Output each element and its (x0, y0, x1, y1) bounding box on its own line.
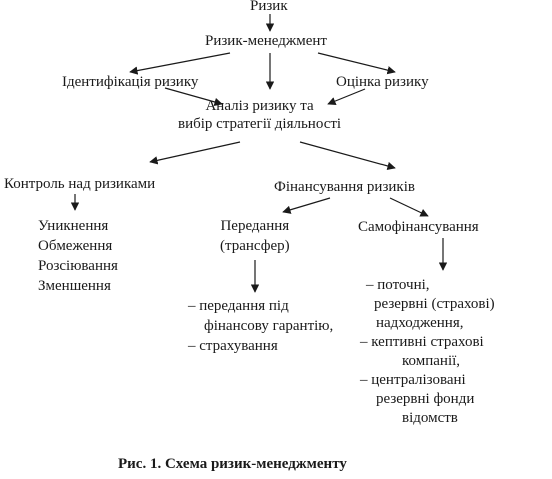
list-item: відомств (402, 410, 458, 426)
list-item: Зменшення (38, 278, 111, 294)
node-management: Ризик-менеджмент (205, 33, 327, 49)
node-identification: Ідентифікація ризику (62, 74, 199, 90)
arrow-analysis-to-financing (299, 141, 396, 171)
node-financing: Фінансування ризиків (274, 179, 415, 195)
list-item: Розсіювання (38, 258, 118, 274)
analysis-line: Аналіз ризику та (205, 98, 314, 114)
list-item: – передання під (188, 298, 289, 314)
node-transfer: Передання (трансфер) (220, 216, 290, 256)
list-item: – поточні, (366, 277, 430, 293)
node-assessment: Оцінка ризику (336, 74, 429, 90)
control-items-list: Уникнення Обмеження Розсіювання Зменшенн… (38, 216, 118, 296)
list-item: – страхування (188, 338, 278, 354)
list-item: резервні фонди (376, 391, 475, 407)
arrow-management-to-identification (129, 52, 231, 75)
transfer-line: (трансфер) (220, 238, 290, 254)
arrow-financing-to-transfer (282, 197, 331, 214)
node-analysis: Аналіз ризику та вибір стратегії діяльно… (178, 97, 341, 133)
node-root: Ризик (250, 0, 288, 14)
arrow-financing-to-selffin (389, 197, 429, 217)
selffinancing-items-list: – поточні, резервні (страхові) надходжен… (360, 276, 495, 428)
list-item: фінансову гарантію, (204, 318, 334, 334)
arrow-analysis-to-control (149, 141, 241, 165)
node-selffinancing: Самофінансування (358, 219, 479, 235)
analysis-line: вибір стратегії діяльності (178, 116, 342, 132)
figure-caption: Рис. 1. Схема ризик-менеджменту (118, 456, 347, 472)
list-item: Уникнення (38, 218, 109, 234)
list-item: компанії, (402, 353, 461, 369)
arrow-management-to-assessment (317, 52, 396, 75)
list-item: Обмеження (38, 238, 113, 254)
list-item: надходження, (376, 315, 464, 331)
list-item: – централізовані (360, 372, 466, 388)
list-item: резервні (страхові) (374, 296, 495, 312)
arrow-identification-to-analysis (164, 87, 223, 107)
transfer-line: Передання (220, 218, 290, 234)
list-item: – кептивні страхові (360, 334, 484, 350)
transfer-items-list: – передання під фінансову гарантію, – ст… (188, 296, 333, 356)
arrow-assessment-to-analysis (327, 88, 366, 106)
node-control: Контроль над ризиками (4, 176, 156, 192)
